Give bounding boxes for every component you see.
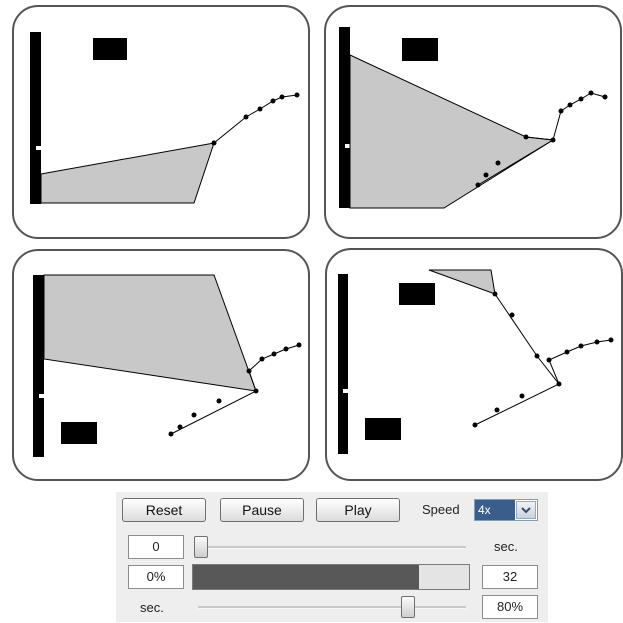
shaded-region	[428, 269, 496, 295]
wall-marker	[343, 389, 350, 393]
wall-marker	[345, 144, 352, 148]
reset-button[interactable]: Reset	[122, 498, 206, 522]
rate-slider-thumb[interactable]	[401, 596, 416, 618]
rate-field[interactable]: 80%	[482, 595, 538, 619]
time-slider-thumb[interactable]	[194, 536, 208, 558]
block-top	[93, 38, 127, 60]
pause-button[interactable]: Pause	[220, 498, 304, 522]
shaded-region	[349, 54, 555, 209]
wall-marker	[39, 394, 46, 398]
trajectory-points	[475, 90, 608, 188]
chevron-down-icon[interactable]	[516, 501, 536, 519]
progress-count-field: 32	[482, 565, 538, 589]
shaded-region	[40, 142, 215, 204]
speed-value: 4x	[475, 500, 515, 520]
trajectory-points	[472, 291, 614, 428]
simulation-panel-1	[12, 5, 310, 239]
speed-select[interactable]: 4x	[474, 499, 538, 521]
trajectory-points	[211, 92, 300, 146]
simulation-canvas-1	[30, 32, 300, 204]
progress-bar	[192, 564, 470, 590]
wall-bar	[339, 27, 350, 208]
wall-marker	[36, 146, 43, 150]
speed-label: Speed	[422, 502, 460, 517]
rate-slider-track[interactable]	[198, 606, 466, 609]
block-top	[399, 283, 435, 305]
control-panel: Reset Pause Play Speed 4x 0 sec. 0% 32 s…	[116, 492, 548, 622]
block-bottom	[365, 418, 401, 440]
simulation-panel-2	[324, 5, 622, 239]
shaded-region	[43, 274, 257, 392]
time-field[interactable]: 0	[128, 535, 184, 559]
simulation-canvas-4	[338, 269, 614, 454]
rate-unit-label: sec.	[140, 600, 164, 615]
trajectory-line-lower	[170, 390, 257, 435]
simulation-canvas-3	[33, 274, 302, 457]
simulation-canvas-2	[339, 27, 608, 209]
progress-percent-field: 0%	[128, 565, 184, 589]
trajectory-points	[168, 342, 302, 437]
time-unit-label: sec.	[494, 539, 518, 554]
block-top	[402, 38, 438, 61]
wall-bar	[33, 275, 44, 457]
time-slider-track[interactable]	[198, 546, 466, 549]
trajectory-line-lower	[474, 293, 560, 426]
block-bottom	[61, 422, 97, 444]
wall-bar	[30, 32, 41, 204]
wall-bar	[338, 274, 348, 454]
progress-bar-fill	[193, 565, 420, 589]
simulation-panel-4	[325, 248, 623, 481]
simulation-panel-3	[12, 249, 310, 481]
trajectory-line	[213, 94, 298, 144]
play-button[interactable]: Play	[316, 498, 400, 522]
